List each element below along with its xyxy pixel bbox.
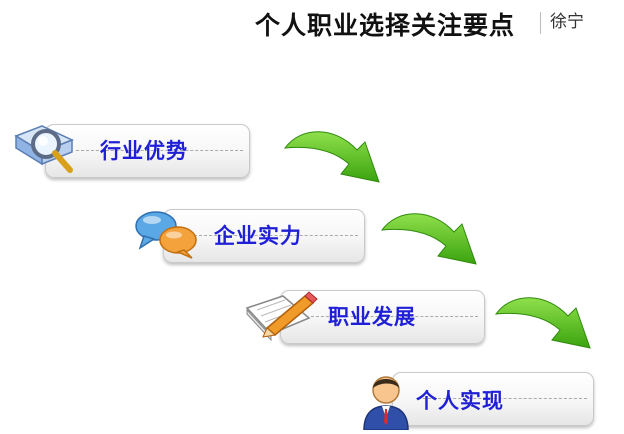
step-label-career-development: 职业发展 xyxy=(328,305,416,329)
chat-bubbles-icon xyxy=(135,211,197,259)
pencil-paper-icon xyxy=(245,291,318,342)
curved-arrow-icon xyxy=(494,297,591,349)
magnifier-book-icon xyxy=(14,125,74,173)
step-card-company-strength xyxy=(163,209,365,263)
curved-arrow-icon xyxy=(380,213,477,265)
signature-divider xyxy=(540,12,541,34)
step-label-company-strength: 企业实力 xyxy=(214,224,302,248)
page-title: 个人职业选择关注要点 xyxy=(255,11,516,40)
signature: 徐宁 xyxy=(550,12,584,32)
curved-arrow-icon xyxy=(283,131,380,183)
step-label-industry-advantage: 行业优势 xyxy=(100,139,188,163)
step-label-personal-fulfillment: 个人实现 xyxy=(416,389,504,413)
step-card-personal-fulfillment xyxy=(392,372,594,426)
person-icon xyxy=(363,376,409,430)
step-card-industry-advantage xyxy=(45,124,250,178)
